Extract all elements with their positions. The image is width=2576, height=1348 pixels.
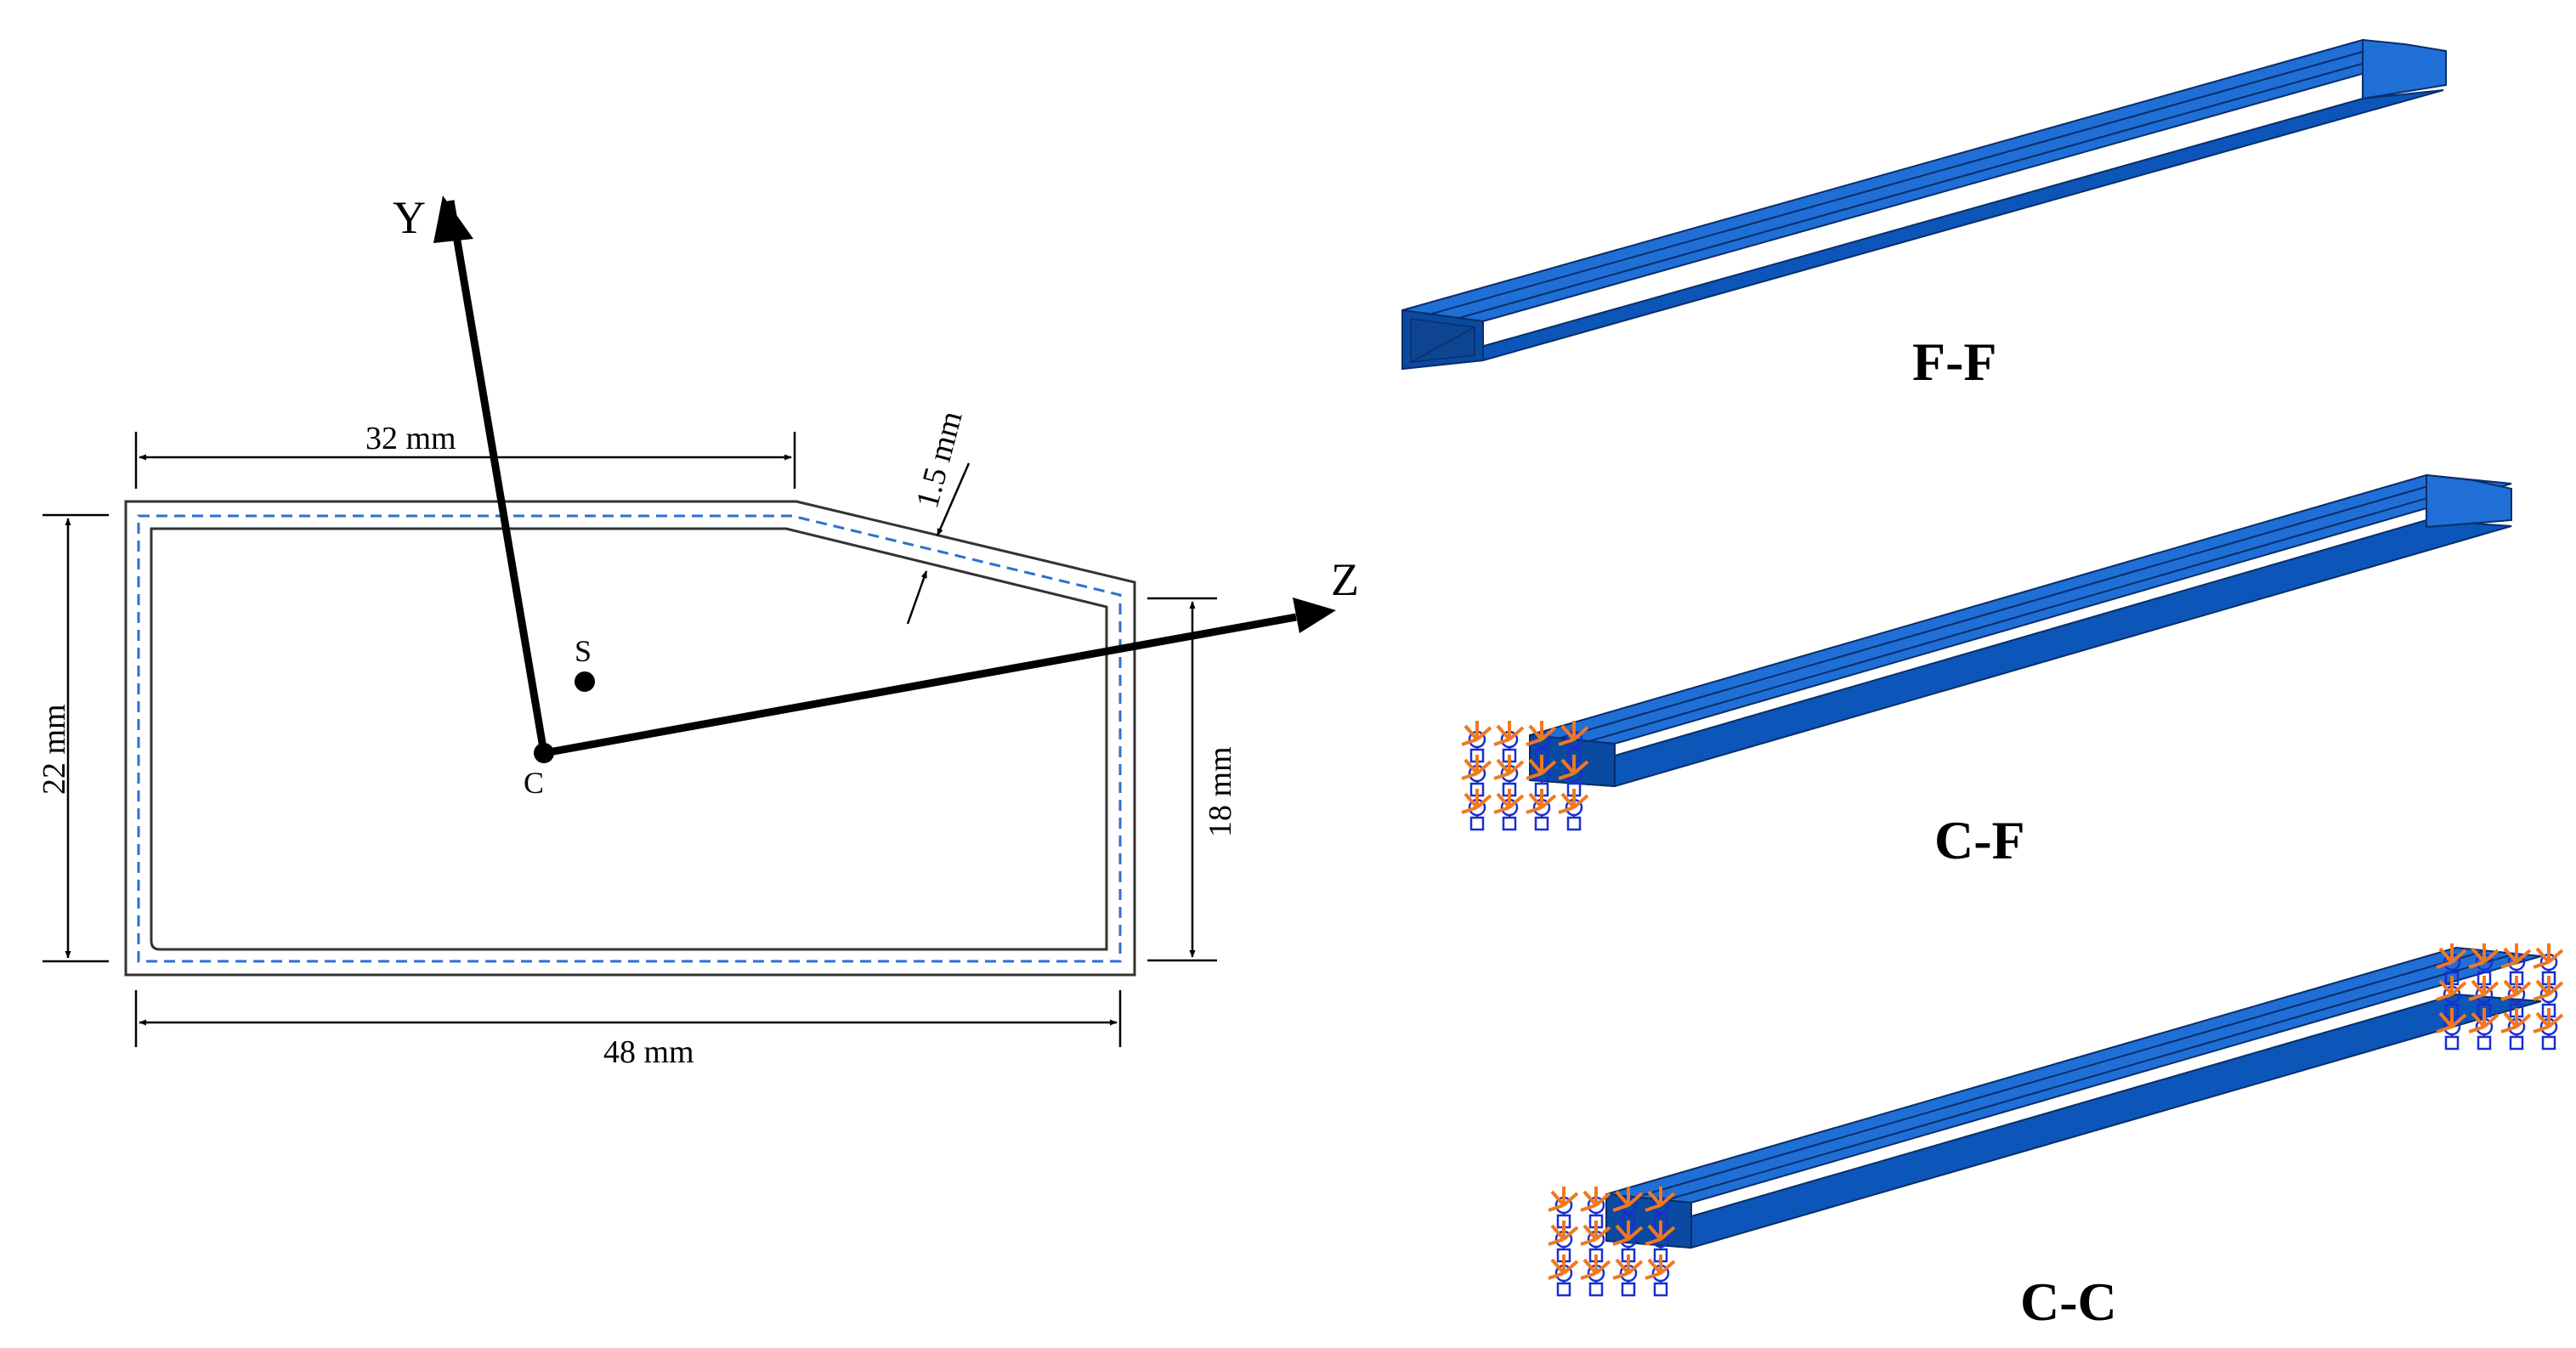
bc-constraint-arrows	[1461, 755, 1492, 780]
bc-constraint-arrows	[1461, 789, 1492, 814]
bc-constraint-arrows	[1558, 789, 1589, 814]
shear-center-point	[575, 671, 595, 692]
centroid-label: C	[524, 766, 544, 800]
bc-constraint-arrows	[1580, 1187, 1611, 1212]
bc-constraint-arrows	[1580, 1255, 1611, 1280]
beam-end-face	[1605, 1192, 1692, 1249]
dimension-right-label: 18 mm	[1203, 746, 1238, 837]
bc-constraint-arrows	[1612, 1221, 1644, 1246]
model-label-cc: C-C	[2020, 1272, 2117, 1332]
beam-ff-inner-edge	[1410, 326, 1475, 363]
beam-ff-hollow	[1410, 318, 1475, 363]
dimension-bottom-label: 48 mm	[603, 1034, 694, 1070]
bc-constraint-arrows	[1645, 1187, 1676, 1212]
bc-support-symbol	[2541, 1035, 2556, 1051]
beam-ff	[1401, 38, 2447, 371]
y-axis-label: Y	[393, 192, 426, 243]
centroid-point	[534, 743, 554, 763]
section-outer-outline	[124, 500, 1136, 977]
bc-constraint-arrows	[1548, 1221, 1579, 1246]
bc-constraint-arrows	[2533, 1008, 2564, 1034]
z-axis-label: Z	[1331, 554, 1359, 605]
bc-cf-fixed-end	[1461, 721, 1589, 831]
y-axis-arrow	[446, 200, 548, 754]
beam-ridge-line	[1635, 949, 2487, 1198]
bc-constraint-arrows	[1526, 789, 1557, 814]
bc-support-symbol	[1621, 1282, 1636, 1297]
bc-constraint-arrows	[1493, 755, 1525, 780]
dimension-top: 32 mm	[134, 421, 796, 489]
beam-ridge-line	[1665, 953, 2517, 1201]
beam-cf	[1529, 473, 2512, 788]
beam-ff-far-cap	[2362, 38, 2447, 100]
bc-support-symbol	[1469, 816, 1485, 831]
beam-top-face	[1401, 38, 2444, 323]
bc-constraint-arrows	[2500, 943, 2532, 969]
beam-ridge-line	[1458, 47, 2420, 320]
bc-constraint-arrows	[1558, 755, 1589, 780]
bc-constraint-arrows	[1645, 1255, 1676, 1280]
bc-constraint-arrows	[1548, 1255, 1579, 1280]
bc-constraint-arrows	[2436, 1008, 2467, 1034]
bc-constraint-arrows	[1558, 721, 1589, 746]
bc-constraint-arrows	[1645, 1221, 1676, 1246]
section-inner-outline	[150, 527, 1108, 951]
bc-support-symbol	[1588, 1282, 1604, 1297]
bc-cc-fixed-end-far	[2436, 943, 2564, 1051]
bc-constraint-arrows	[1548, 1187, 1579, 1212]
z-axis-arrow	[543, 613, 1297, 757]
bc-constraint-arrows	[2468, 1008, 2500, 1034]
bc-support-symbol	[2509, 1035, 2524, 1051]
section-midline	[137, 514, 1122, 963]
beam-side-face	[1605, 993, 2542, 1249]
bc-support-symbol	[1653, 1282, 1668, 1297]
bc-support-symbol	[2477, 1035, 2492, 1051]
dimension-thickness: 1.5 mm	[906, 407, 971, 625]
cross-section-drawing: Y Z C S 32 mm 22 mm 18 mm	[37, 192, 1359, 1070]
bc-constraint-arrows	[2436, 943, 2467, 969]
dimension-thickness-label: 1.5 mm	[909, 407, 970, 512]
bc-constraint-arrows	[2533, 976, 2564, 1001]
bc-constraint-arrows	[2468, 976, 2500, 1001]
model-label-ff: F-F	[1912, 331, 1997, 392]
beam-ridge-line	[1430, 42, 2392, 315]
beam-ridge-line	[1588, 480, 2487, 742]
bc-constraint-arrows	[1526, 721, 1557, 746]
beam-cf-far-cap	[2426, 473, 2512, 529]
bc-cc-fixed-end-near	[1548, 1187, 1676, 1297]
dimension-top-label: 32 mm	[365, 421, 456, 456]
model-label-cf: C-F	[1934, 810, 2025, 870]
bc-constraint-arrows	[2436, 976, 2467, 1001]
bc-support-symbol	[2444, 1035, 2460, 1051]
shear-center-label: S	[575, 634, 592, 668]
bc-constraint-arrows	[1526, 755, 1557, 780]
beam-ridge-line	[1559, 477, 2457, 739]
z-axis-arrowhead	[1293, 598, 1336, 633]
beam-side-face	[1401, 89, 2444, 370]
beam-side-face	[1529, 518, 2512, 788]
dimension-right: 18 mm	[1147, 597, 1238, 962]
bc-constraint-arrows	[2500, 976, 2532, 1001]
bc-support-symbol	[1534, 816, 1549, 831]
dimension-bottom: 48 mm	[134, 990, 1122, 1070]
bc-constraint-arrows	[1493, 789, 1525, 814]
bc-support-symbol	[1502, 816, 1517, 831]
dimension-left: 22 mm	[37, 513, 109, 963]
bc-constraint-arrows	[1461, 721, 1492, 746]
bc-constraint-arrows	[2500, 1008, 2532, 1034]
bc-constraint-arrows	[2533, 943, 2564, 969]
bc-constraint-arrows	[2468, 943, 2500, 969]
bc-support-symbol	[1556, 1282, 1571, 1297]
bc-constraint-arrows	[1612, 1187, 1644, 1212]
bc-support-symbol	[1566, 816, 1582, 831]
y-axis-arrowhead	[433, 195, 473, 243]
dimension-left-label: 22 mm	[37, 704, 72, 795]
beam-models	[1401, 38, 2564, 1297]
beam-cc	[1605, 946, 2542, 1249]
bc-constraint-arrows	[1612, 1255, 1644, 1280]
bc-constraint-arrows	[1580, 1221, 1611, 1246]
bc-constraint-arrows	[1493, 721, 1525, 746]
